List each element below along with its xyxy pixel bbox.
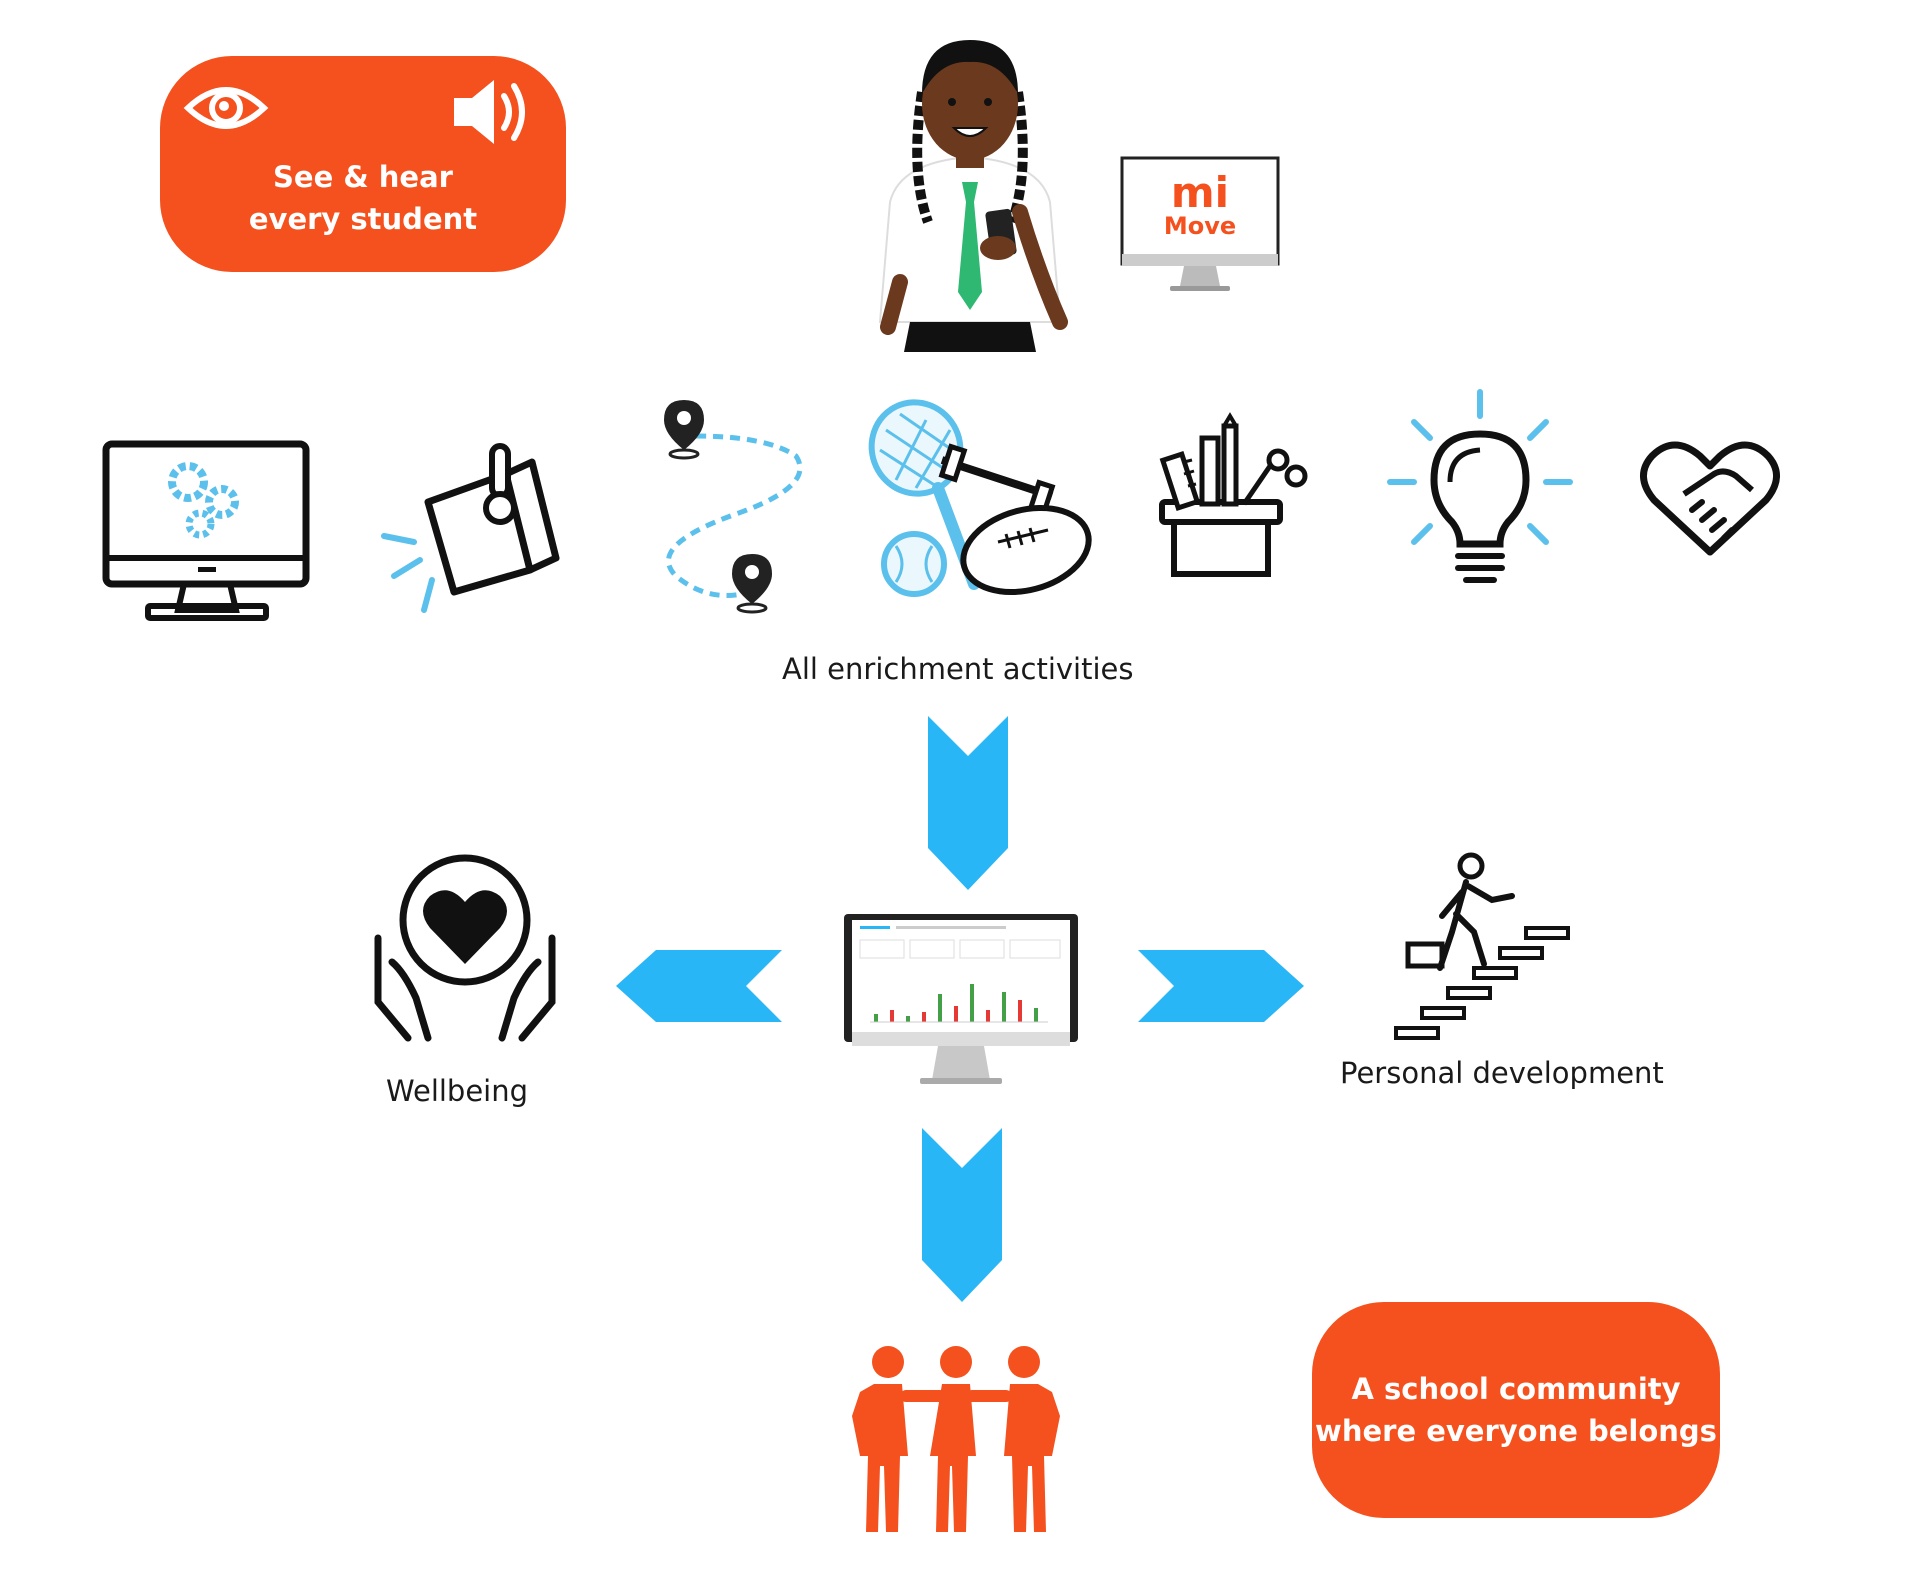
dashboard-bar (970, 984, 974, 1022)
top-bubble-line2: every student (248, 202, 478, 236)
brand-move: Move (1163, 212, 1237, 240)
dashboard-bar (874, 1014, 878, 1022)
dashboard-bar (1018, 1000, 1022, 1022)
dashboard-bar (1034, 1008, 1038, 1022)
dashboard-bar (922, 1012, 926, 1022)
top-bubble-line1: See & hear (273, 159, 453, 194)
wellbeing-caption: Wellbeing (386, 1074, 529, 1108)
speaker-icon (450, 76, 536, 148)
mimove-monitor: mi Move (1120, 156, 1280, 296)
student-illustration (870, 32, 1070, 352)
lightbulb-icon (1384, 389, 1576, 594)
activities-caption: All enrichment activities (782, 652, 1134, 686)
bottom-bubble: A school community where everyone belong… (1312, 1302, 1720, 1518)
arrow-right (1138, 950, 1304, 1022)
megaphone-icon (380, 440, 570, 620)
dashboard-monitor (842, 912, 1080, 1088)
dashboard-bar (890, 1010, 894, 1022)
wellbeing-icon (372, 852, 558, 1042)
brand-mi: mi (1170, 168, 1230, 217)
arrow-down-bottom (922, 1128, 1002, 1302)
computer-gears-icon (102, 440, 312, 622)
arrow-left (616, 950, 782, 1022)
people-group-icon (846, 1346, 1066, 1532)
top-bubble: See & hear every student (160, 56, 566, 272)
eye-icon (183, 80, 269, 136)
dashboard-bar (1002, 992, 1006, 1022)
arrow-down-top (928, 716, 1008, 890)
sports-equipment-icon (866, 399, 1096, 600)
bottom-bubble-line1: A school community (1351, 1371, 1681, 1406)
dashboard-bar (938, 994, 942, 1022)
stairs-climber-icon (1394, 852, 1586, 1042)
dashboard-bar (954, 1006, 958, 1022)
route-map-icon (656, 396, 816, 616)
handshake-heart-icon (1640, 440, 1780, 560)
dashboard-bar (986, 1010, 990, 1022)
dashboard-bar (906, 1016, 910, 1022)
bottom-bubble-line2: where everyone belongs (1315, 1414, 1717, 1448)
personal-development-caption: Personal development (1340, 1056, 1664, 1090)
art-supplies-icon (1159, 412, 1320, 586)
